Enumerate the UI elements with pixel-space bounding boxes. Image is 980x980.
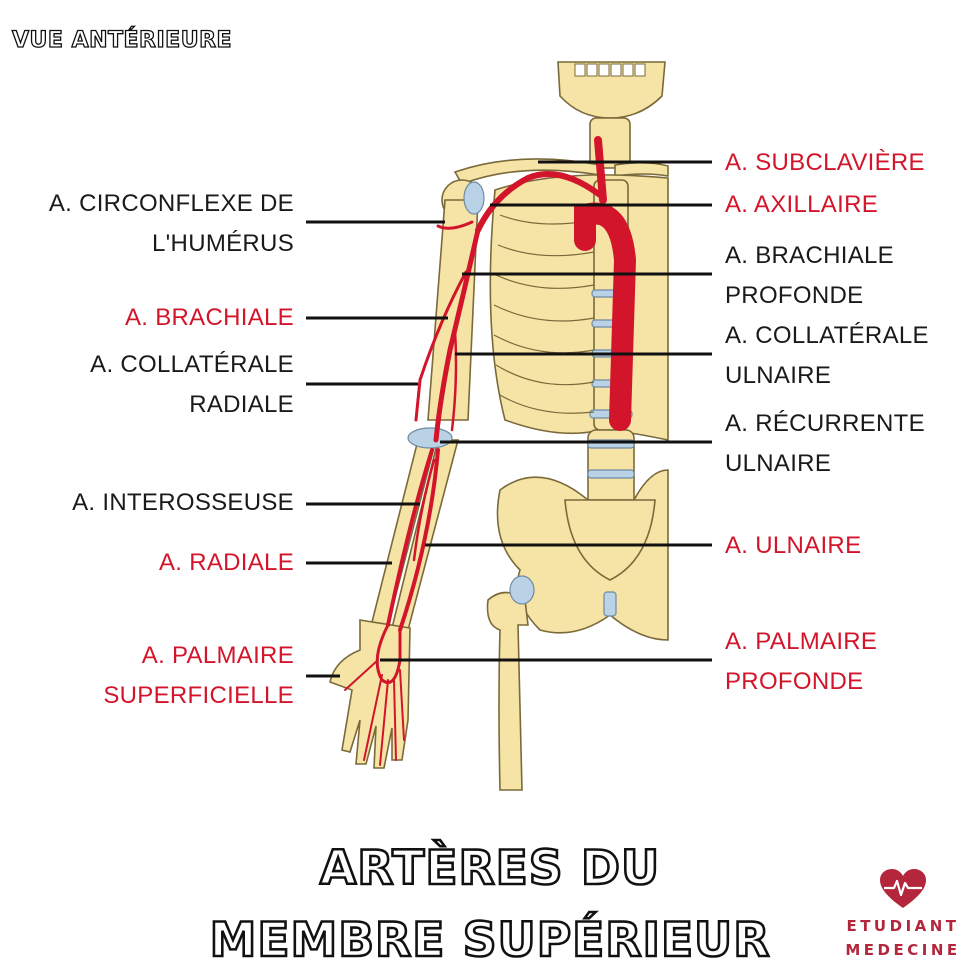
label-collaterale-ulnaire: A. COLLATÉRALE ULNAIRE	[725, 316, 929, 396]
label-radiale: A. RADIALE	[159, 543, 294, 583]
brand-line2: MEDECINE	[845, 941, 961, 959]
digital-arteries	[344, 659, 405, 766]
ribs-lines	[493, 214, 595, 414]
ulnar-collateral-artery	[450, 328, 458, 432]
leader-lines	[306, 160, 712, 678]
label-line: A. CIRCONFLEXE DE	[48, 190, 294, 217]
label-circonflexe: A. CIRCONFLEXE DE L'HUMÉRUS	[49, 184, 294, 264]
label-line: A. SUBCLAVIÈRE	[725, 149, 925, 176]
label-collaterale-radiale: A. COLLATÉRALE RADIALE	[90, 345, 294, 425]
label-line: A. AXILLAIRE	[725, 191, 879, 218]
label-line: ULNAIRE	[725, 450, 832, 477]
label-palmaire-profonde: A. PALMAIRE PROFONDE	[725, 622, 877, 702]
humerus	[427, 199, 479, 421]
hand	[329, 619, 411, 769]
subclavian-artery	[525, 171, 603, 198]
label-line: A. ULNAIRE	[725, 532, 862, 559]
brand-logo: ETUDIANT MEDECINE	[838, 868, 968, 962]
label-axillaire: A. AXILLAIRE	[725, 185, 878, 225]
radial-artery	[386, 448, 434, 627]
label-subclaviere: A. SUBCLAVIÈRE	[725, 143, 925, 183]
aortic-arch	[574, 202, 637, 431]
label-ulnaire: A. ULNAIRE	[725, 526, 861, 566]
interosseous-artery	[412, 458, 436, 562]
arteries	[344, 136, 637, 766]
axillary-artery	[475, 175, 531, 233]
label-line: A. COLLATÉRALE	[725, 322, 929, 349]
label-line: RADIALE	[189, 391, 294, 418]
circumflex-artery	[436, 220, 474, 230]
label-line: SUPERFICIELLE	[103, 682, 294, 709]
label-line: PROFONDE	[725, 282, 864, 309]
clavicle-right	[614, 161, 669, 177]
label-palmaire-superficielle: A. PALMAIRE SUPERFICIELLE	[103, 636, 294, 716]
palmar-arch	[375, 623, 402, 684]
label-line: ULNAIRE	[725, 362, 832, 389]
common-carotid	[594, 136, 607, 204]
label-brachiale: A. BRACHIALE	[125, 298, 294, 338]
page-title-line1: ARTÈRES DU	[319, 840, 661, 897]
label-brachiale-profonde: A. BRACHIALE PROFONDE	[725, 236, 894, 316]
label-line: A. RÉCURRENTE	[725, 410, 925, 437]
label-recurrente-ulnaire: A. RÉCURRENTE ULNAIRE	[725, 404, 925, 484]
label-line: A. COLLATÉRALE	[90, 351, 294, 378]
deep-brachial-artery	[414, 270, 468, 422]
view-label: VUE ANTÉRIEURE	[11, 27, 233, 53]
brachial-artery	[433, 227, 481, 443]
femur	[486, 591, 529, 791]
page-title-line2: MEMBRE SUPÉRIEUR	[208, 912, 771, 969]
heart-pulse-icon	[880, 869, 926, 908]
label-line: L'HUMÉRUS	[152, 230, 294, 257]
sacrum	[564, 499, 656, 581]
label-line: A. BRACHIALE	[725, 242, 894, 269]
ulnar-artery	[398, 448, 440, 632]
label-line: A. PALMAIRE	[141, 642, 294, 669]
teeth	[574, 63, 646, 77]
label-line: PROFONDE	[725, 668, 864, 695]
brand-line1: ETUDIANT	[846, 917, 960, 935]
label-line: A. PALMAIRE	[725, 628, 878, 655]
label-line: A. INTEROSSEUSE	[72, 489, 294, 516]
label-line: A. RADIALE	[158, 549, 294, 576]
label-line: A. BRACHIALE	[125, 304, 294, 331]
label-interosseuse: A. INTEROSSEUSE	[72, 483, 294, 523]
